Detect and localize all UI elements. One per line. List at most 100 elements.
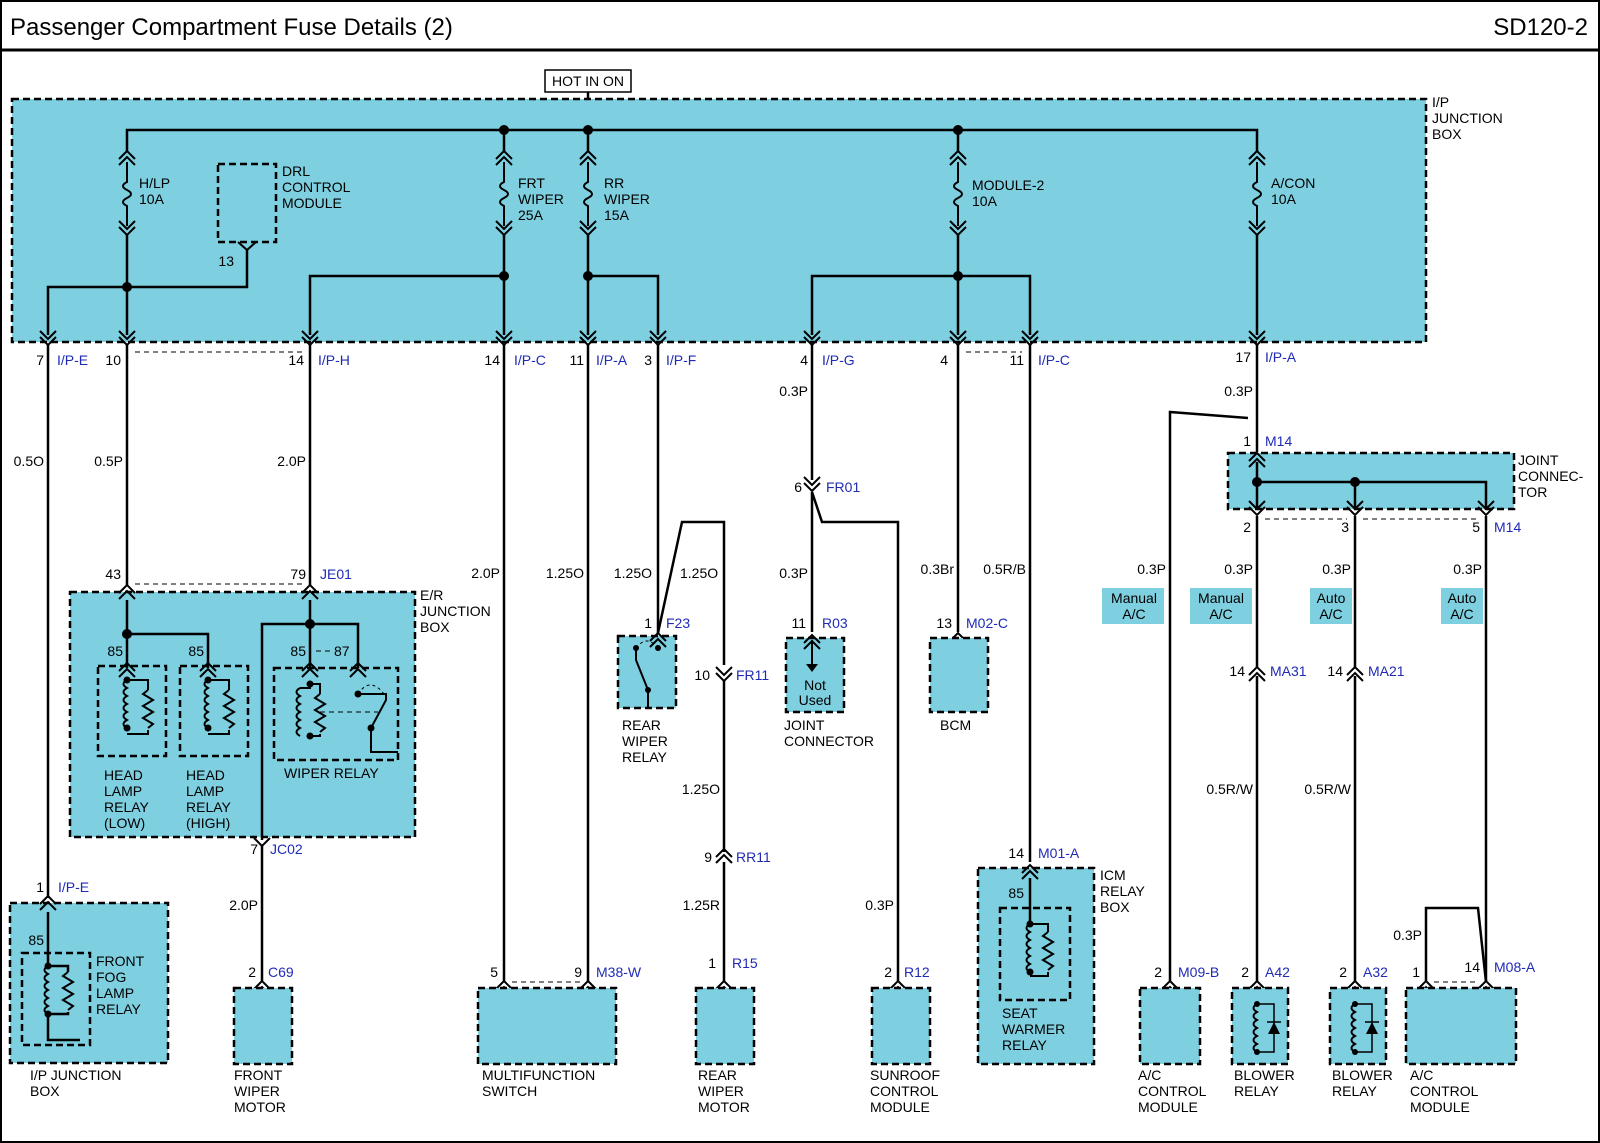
- diagram-label: 13: [218, 253, 234, 269]
- diagram-label: RELAY: [622, 749, 668, 765]
- diagram-label: 9: [574, 964, 582, 980]
- diagram-label: WIPER: [518, 191, 564, 207]
- tag-auto-ac-1: [1310, 588, 1352, 624]
- diagram-label: M14: [1494, 519, 1521, 535]
- diagram-label: 85: [107, 643, 123, 659]
- diagram-label: 10: [105, 352, 121, 368]
- diagram-label: Used: [799, 692, 832, 708]
- diagram-label: (HIGH): [186, 815, 230, 831]
- diagram-label: BLOWER: [1332, 1067, 1393, 1083]
- diagram-label: 11: [791, 615, 806, 631]
- diagram-label: M08-A: [1494, 959, 1536, 975]
- diagram-label: FOG: [96, 969, 126, 985]
- diagram-label: MA21: [1368, 663, 1405, 679]
- conn-ip-c: I/P-C: [514, 352, 546, 368]
- diagram-label: WIPER: [622, 733, 668, 749]
- diagram-label: 14: [288, 352, 304, 368]
- diagram-label: 0.3P: [1224, 383, 1253, 399]
- diagram-label: 0.3P: [1322, 561, 1351, 577]
- diagram-label: A/C: [1138, 1067, 1161, 1083]
- diagram-label: 14: [1464, 959, 1480, 975]
- conn-ip-a2: I/P-A: [1265, 349, 1297, 365]
- diagram-label: Not: [804, 677, 826, 693]
- diagram-label: CONTROL: [1138, 1083, 1207, 1099]
- diagram-label: BOX: [420, 619, 450, 635]
- diagram-label: 0.3P: [1224, 561, 1253, 577]
- ip-junction-box-label: I/P: [1432, 94, 1449, 110]
- diagram-label: RELAY: [186, 799, 232, 815]
- front-fog-lamp-relay: [20, 951, 92, 1047]
- diagram-label: 7: [36, 352, 44, 368]
- diagram-label: MODULE: [1410, 1099, 1470, 1115]
- diagram-code: SD120-2: [1493, 14, 1588, 41]
- page-title: Passenger Compartment Fuse Details (2): [10, 14, 453, 41]
- diagram-label: MODULE: [282, 195, 342, 211]
- diagram-label: JUNCTION: [420, 603, 491, 619]
- diagram-label: JOINT: [1518, 452, 1559, 468]
- diagram-label: 87: [334, 643, 350, 659]
- diagram-label: LAMP: [186, 783, 224, 799]
- diagram-label: 2: [1241, 964, 1249, 980]
- diagram-label: I/P-E: [58, 879, 89, 895]
- diagram-label: 0.3P: [1393, 927, 1422, 943]
- diagram-label: Auto: [1317, 590, 1346, 606]
- diagram-label: MODULE-2: [972, 177, 1045, 193]
- diagram-label: 2: [1154, 964, 1162, 980]
- diagram-label: RELAY: [96, 1001, 142, 1017]
- head-lamp-relay-low: [96, 664, 168, 758]
- diagram-label: 0.5R/W: [1206, 781, 1253, 797]
- diagram-label: 14: [1008, 845, 1024, 861]
- diagram-label: 0.5O: [14, 453, 44, 469]
- diagram-label: 2: [1243, 519, 1251, 535]
- diagram-label: A/C: [1319, 606, 1342, 622]
- diagram-label: CONTROL: [1410, 1083, 1479, 1099]
- diagram-label: RELAY: [1332, 1083, 1378, 1099]
- diagram-label: WIPER: [604, 191, 650, 207]
- multifunction-switch: [476, 986, 618, 1066]
- icm-relay-box: [976, 866, 1096, 1066]
- tag-auto-ac-2: [1441, 588, 1483, 624]
- diagram-label: 1.25O: [682, 781, 720, 797]
- diagram-label: A/C: [1410, 1067, 1433, 1083]
- diagram-label: WIPER RELAY: [284, 765, 379, 781]
- diagram-label: CONNEC-: [1518, 468, 1584, 484]
- diagram-label: WARMER: [1002, 1021, 1065, 1037]
- diagram-label: 25A: [518, 207, 544, 223]
- ac-control-module-2: [1404, 986, 1518, 1066]
- diagram-label: F23: [666, 615, 690, 631]
- sunroof-control-module: [870, 986, 932, 1066]
- conn-ip-e: I/P-E: [57, 352, 88, 368]
- diagram-label: 11: [1009, 352, 1024, 368]
- diagram-label: 10: [694, 667, 710, 683]
- diagram-label: BCM: [940, 717, 971, 733]
- diagram-label: HEAD: [186, 767, 225, 783]
- conn-ip-g: I/P-G: [822, 352, 855, 368]
- diagram-label: 0.3P: [779, 565, 808, 581]
- tag-manual-ac-1: [1102, 588, 1164, 624]
- diagram-label: SUNROOF: [870, 1067, 940, 1083]
- diagram-label: RR: [604, 175, 624, 191]
- diagram-label: 2.0P: [229, 897, 258, 913]
- diagram-label: FR01: [826, 479, 860, 495]
- diagram-label: C69: [268, 964, 294, 980]
- diagram-label: A/C: [1122, 606, 1145, 622]
- diagram-label: 2.0P: [471, 565, 500, 581]
- diagram-label: 1.25O: [614, 565, 652, 581]
- diagram-label: A32: [1363, 964, 1388, 980]
- diagram-label: MODULE: [870, 1099, 930, 1115]
- diagram-label: DRL: [282, 163, 310, 179]
- diagram-label: 85: [290, 643, 306, 659]
- diagram-label: CONTROL: [870, 1083, 939, 1099]
- diagram-label: R12: [904, 964, 930, 980]
- tag-manual-ac-2: [1190, 588, 1252, 624]
- diagram-label: E/R: [420, 587, 443, 603]
- ip-junction-box: [10, 97, 1428, 344]
- diagram-label: 1.25O: [546, 565, 584, 581]
- diagram-label: (LOW): [104, 815, 145, 831]
- conn-ip-h: I/P-H: [318, 352, 350, 368]
- diagram-label: 1: [708, 955, 716, 971]
- diagram-label: MOTOR: [698, 1099, 750, 1115]
